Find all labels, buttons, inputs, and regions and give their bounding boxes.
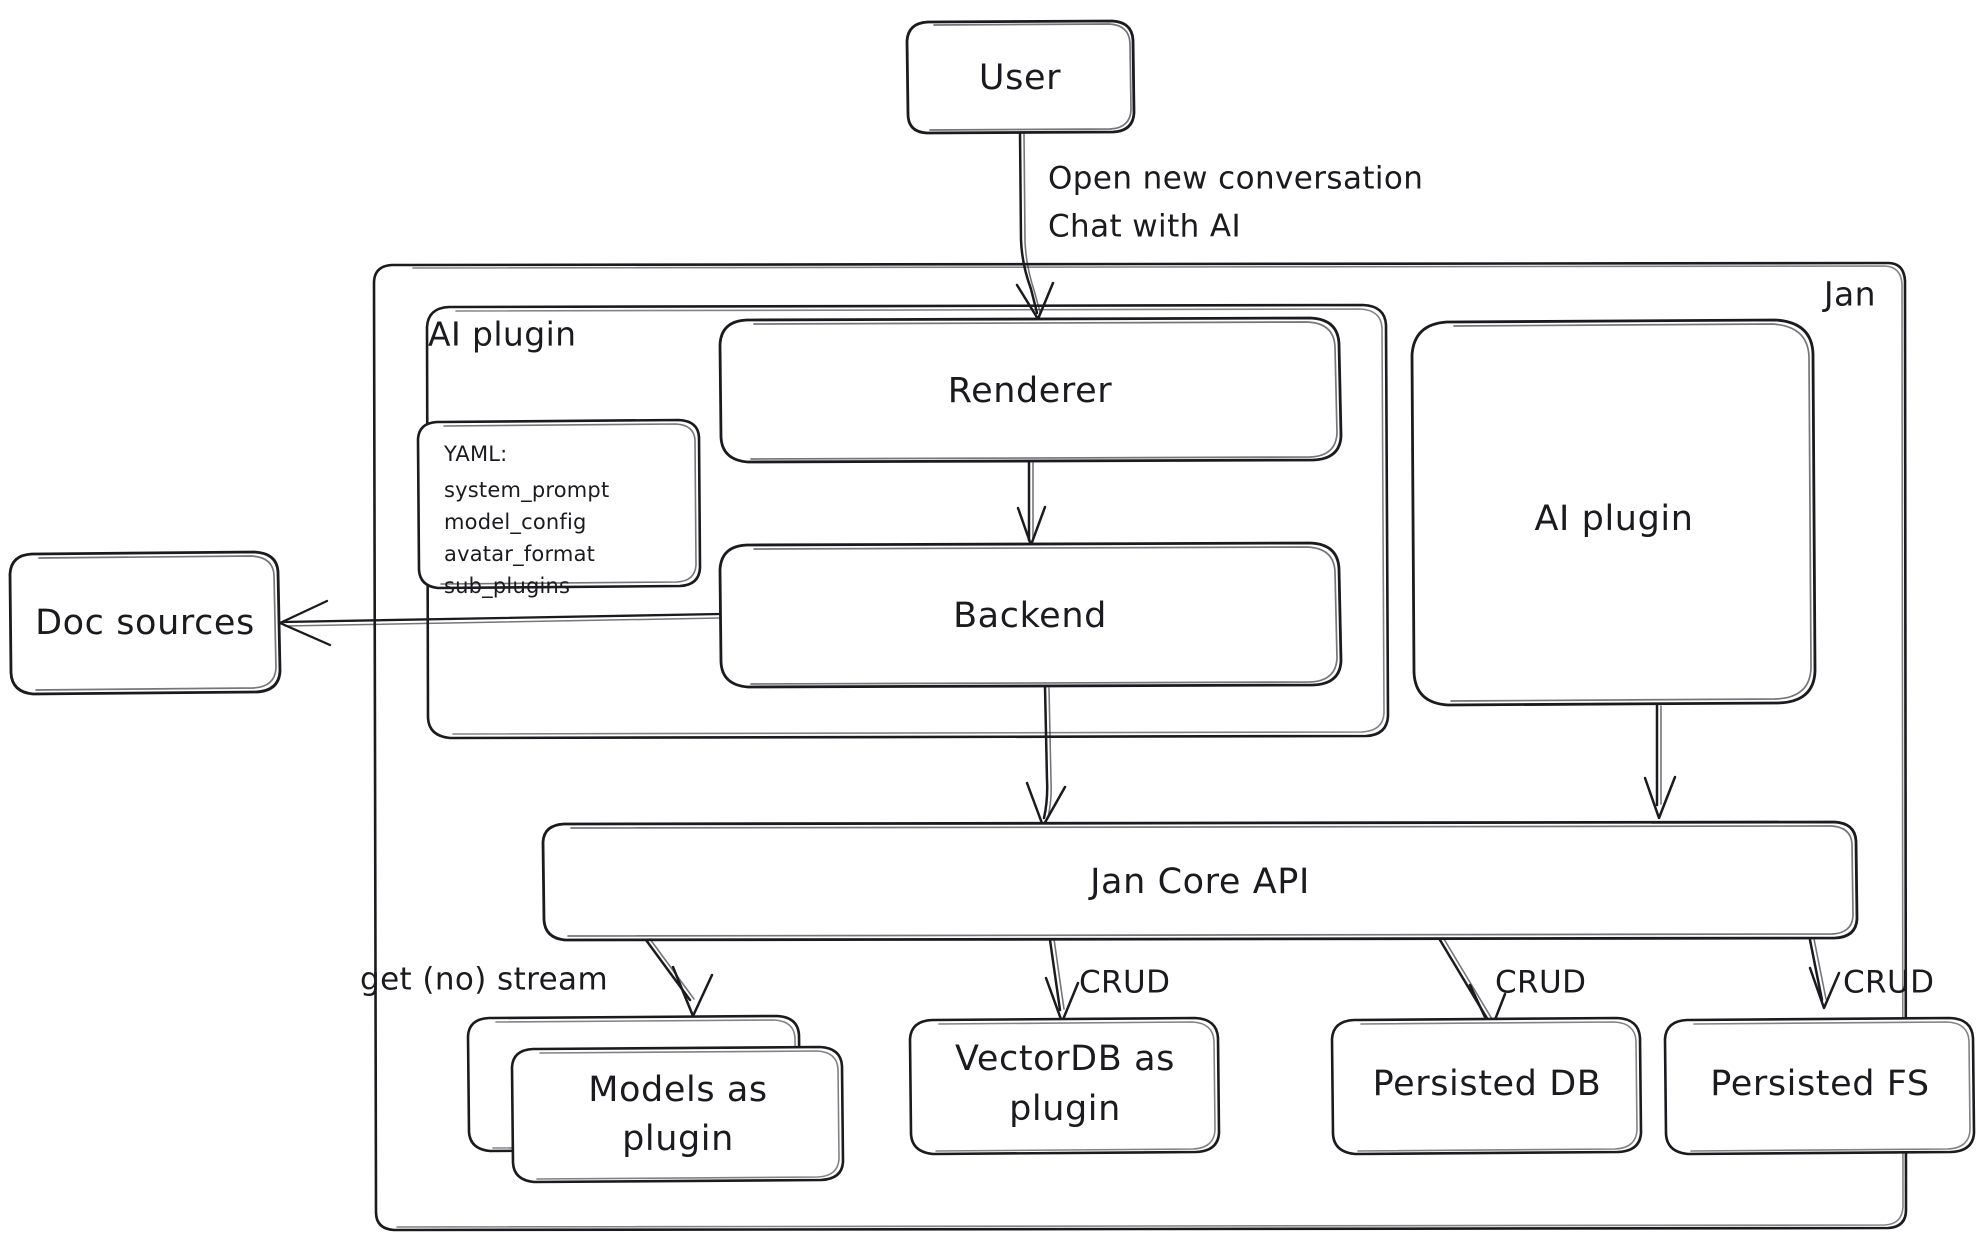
edge-backend-to-core [1025, 685, 1067, 828]
edge-label-core-to-persisted-db: CRUD [1495, 965, 1586, 1001]
edge-core-to-persisted-fs [1808, 938, 1841, 1010]
node-jan-core-api-label: Jan Core API [1088, 862, 1310, 902]
edge-ai-plugin-to-core [1643, 703, 1677, 820]
node-models-plugin-label-line2: plugin [622, 1119, 734, 1159]
container-ai-plugin-label: AI plugin [428, 315, 576, 354]
node-vectordb-plugin-label-line2: plugin [1009, 1089, 1121, 1129]
edge-label-core-to-vectordb: CRUD [1079, 965, 1170, 1001]
container-jan: Jan [372, 261, 1908, 1232]
edge-label-line2: Chat with AI [1048, 209, 1241, 245]
node-persisted-fs-label: Persisted FS [1710, 1064, 1930, 1104]
node-renderer[interactable]: Renderer [718, 316, 1343, 464]
yaml-key-3: sub_plugins [444, 574, 570, 599]
edge-backend-to-doc-sources [278, 599, 722, 647]
node-vectordb-plugin-label-line1: VectorDB as [955, 1039, 1175, 1079]
node-doc-sources-label: Doc sources [35, 603, 255, 643]
node-ai-plugin[interactable]: AI plugin [1410, 318, 1817, 707]
node-user-label: User [979, 58, 1061, 98]
container-ai-plugin: AI plugin [425, 303, 1390, 740]
node-vectordb-plugin[interactable]: VectorDB as plugin [908, 1016, 1221, 1156]
node-user[interactable]: User [905, 19, 1136, 135]
edge-label-user-to-renderer: Open new conversation Chat with AI [1048, 161, 1423, 245]
node-ai-plugin-label: AI plugin [1534, 499, 1693, 539]
yaml-key-0: system_prompt [444, 478, 609, 503]
edge-label-line1: Open new conversation [1048, 161, 1423, 197]
node-persisted-db-label: Persisted DB [1373, 1064, 1602, 1104]
node-persisted-fs[interactable]: Persisted FS [1663, 1016, 1976, 1156]
node-backend-label: Backend [953, 596, 1107, 636]
container-jan-label: Jan [1822, 275, 1876, 314]
edge-core-to-vectordb [1044, 938, 1080, 1024]
edge-label-core-to-persisted-fs: CRUD [1843, 965, 1934, 1001]
edge-core-to-models [644, 938, 714, 1018]
node-backend[interactable]: Backend [718, 541, 1343, 689]
node-models-plugin-label-line1: Models as [588, 1070, 768, 1110]
card-yaml-config[interactable]: YAML: system_prompt model_config avatar_… [416, 418, 702, 599]
node-doc-sources[interactable]: Doc sources [8, 550, 282, 696]
node-models-plugin[interactable]: Models as plugin [510, 1045, 845, 1184]
node-jan-core-api[interactable]: Jan Core API [541, 820, 1859, 942]
edge-renderer-to-backend [1016, 460, 1047, 547]
yaml-key-1: model_config [444, 510, 587, 535]
node-renderer-label: Renderer [948, 371, 1113, 411]
edge-label-core-to-models: get (no) stream [360, 962, 608, 998]
node-persisted-db[interactable]: Persisted DB [1330, 1016, 1643, 1156]
yaml-key-2: avatar_format [444, 542, 595, 567]
yaml-header: YAML: [443, 442, 507, 466]
